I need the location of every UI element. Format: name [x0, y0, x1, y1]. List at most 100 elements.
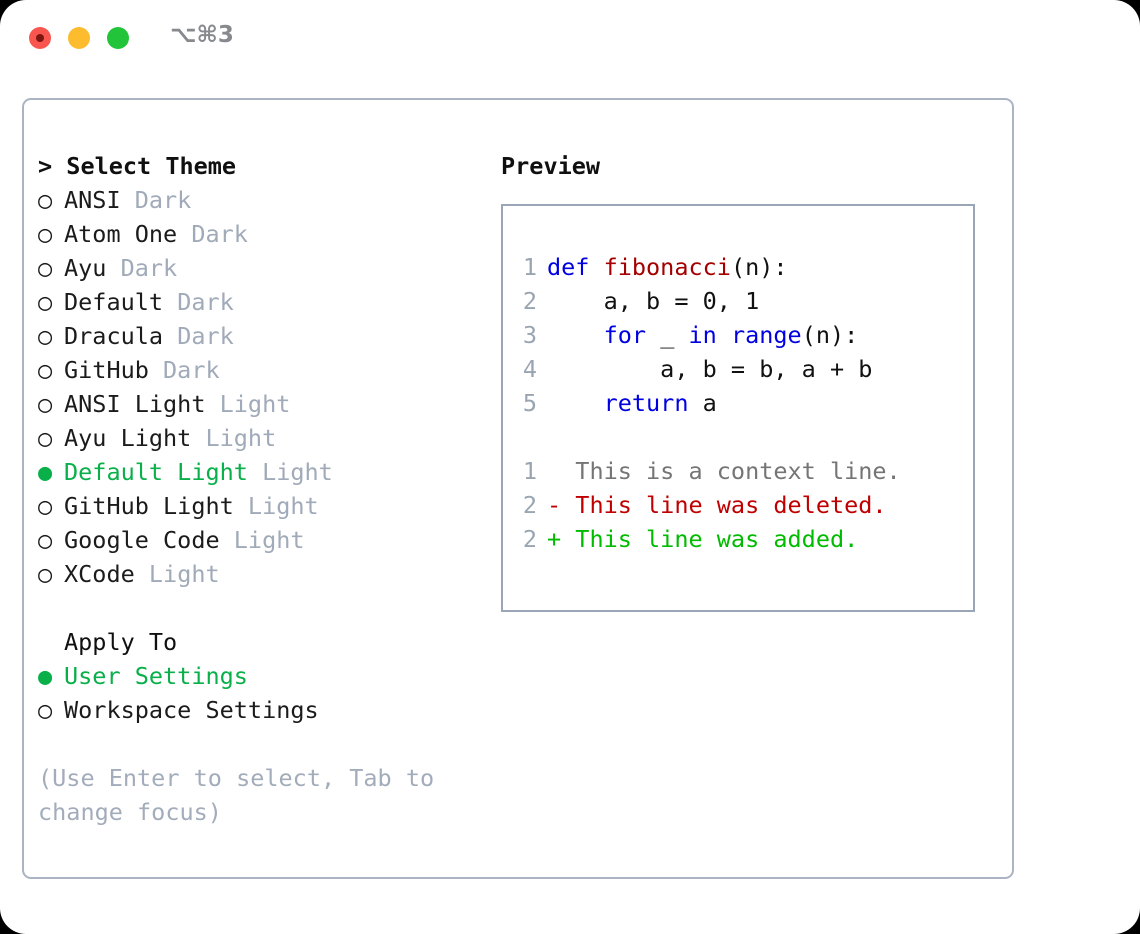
diff-sample: 1 This is a context line.2- This line wa… [503, 454, 973, 556]
code-line: 3 for _ in range(n): [503, 318, 973, 352]
theme-option-default-light[interactable]: ● Default Light Light [38, 455, 488, 489]
theme-picker-panel: > Select Theme ○ANSI Dark○Atom One Dark○… [22, 98, 1014, 879]
apply-to-option-label: Workspace Settings [64, 696, 319, 724]
theme-variant-tag: Light [205, 390, 291, 418]
code-token: (n): [801, 321, 859, 349]
theme-option-github[interactable]: ○ GitHub Dark [38, 353, 488, 387]
select-theme-heading: > Select Theme [38, 152, 237, 180]
theme-option-label: GitHub Light [64, 492, 234, 520]
code-token: a, b = b, a + b [547, 355, 873, 383]
theme-variant-tag: Dark [163, 322, 234, 350]
theme-option-label: Dracula [64, 322, 164, 350]
preview-title: Preview [501, 152, 601, 180]
theme-option-google-code[interactable]: ○Google Code Light [38, 523, 488, 557]
theme-variant-tag: Light [247, 458, 333, 486]
theme-option-label: Google Code [64, 526, 220, 554]
diff-line-number: 2 [522, 491, 537, 519]
theme-list: ○ANSI Dark○Atom One Dark○Ayu Dark○Defaul… [38, 183, 488, 591]
code-token: fibonacci [603, 253, 731, 281]
radio-selected-icon: ● [38, 662, 53, 690]
code-line-number: 3 [522, 321, 537, 349]
window-titlebar: ⌥⌘3 [0, 0, 1140, 76]
theme-option-label: XCode [64, 560, 135, 588]
theme-option-ansi-light[interactable]: ○ ANSI Light Light [38, 387, 488, 421]
apply-to-option-label: User Settings [64, 662, 248, 690]
code-token: def [547, 253, 604, 281]
theme-option-label: Default [64, 288, 164, 316]
code-token [547, 321, 604, 349]
radio-unselected-icon: ○ [38, 560, 53, 588]
radio-unselected-icon: ○ [38, 322, 53, 350]
diff-line: 1 This is a context line. [503, 454, 973, 488]
radio-unselected-icon: ○ [38, 356, 53, 384]
code-line-number: 4 [522, 355, 537, 383]
code-token: range [730, 321, 802, 349]
radio-selected-icon: ● [38, 458, 53, 486]
theme-option-label: Atom One [64, 220, 178, 248]
theme-variant-tag: Dark [148, 356, 220, 384]
maximize-window-button[interactable] [107, 27, 129, 49]
diff-text: This line was added. [575, 525, 859, 553]
apply-to-list: ● User Settings ○ Workspace Settings [38, 659, 488, 727]
radio-unselected-icon: ○ [38, 186, 53, 214]
theme-variant-tag: Dark [120, 186, 192, 214]
minimize-window-button[interactable] [68, 27, 90, 49]
diff-line: 2- This line was deleted. [503, 488, 973, 522]
diff-line-number: 1 [522, 457, 537, 485]
theme-option-label: GitHub [64, 356, 149, 384]
theme-option-default[interactable]: ○ Default Dark [38, 285, 488, 319]
theme-option-label: Default Light [64, 458, 248, 486]
code-line: 1 def fibonacci(n): [503, 250, 973, 284]
code-line-number: 1 [522, 253, 537, 281]
theme-option-ansi[interactable]: ○ANSI Dark [38, 183, 488, 217]
diff-text: This is a context line. [575, 457, 901, 485]
radio-unselected-icon: ○ [38, 220, 53, 248]
close-window-button[interactable] [29, 27, 51, 49]
code-token: return [603, 389, 689, 417]
theme-option-github-light[interactable]: ○ GitHub Light Light [38, 489, 488, 523]
apply-to-heading: Apply To [64, 628, 178, 656]
theme-variant-tag: Light [233, 492, 319, 520]
code-token: a, b = 0, 1 [547, 287, 760, 315]
code-token [547, 389, 604, 417]
theme-variant-tag: Dark [106, 254, 178, 282]
radio-unselected-icon: ○ [38, 424, 53, 452]
theme-variant-tag: Light [219, 526, 305, 554]
radio-unselected-icon: ○ [38, 390, 53, 418]
theme-option-ayu[interactable]: ○ Ayu Dark [38, 251, 488, 285]
apply-to-option-user-settings[interactable]: ● User Settings [38, 659, 488, 693]
radio-unselected-icon: ○ [38, 288, 53, 316]
theme-option-xcode[interactable]: ○XCode Light [38, 557, 488, 591]
apply-to-option-workspace-settings[interactable]: ○ Workspace Settings [38, 693, 488, 727]
code-token: for [603, 321, 647, 349]
code-token: (n): [730, 253, 788, 281]
theme-option-label: Ayu [64, 254, 107, 282]
diff-text: This line was deleted. [575, 491, 887, 519]
code-line-number: 2 [522, 287, 537, 315]
radio-unselected-icon: ○ [38, 492, 53, 520]
diff-sign: - [547, 491, 576, 519]
radio-unselected-icon: ○ [38, 696, 53, 724]
theme-variant-tag: Dark [163, 288, 234, 316]
theme-selector-column: > Select Theme ○ANSI Dark○Atom One Dark○… [38, 149, 488, 829]
code-token: a [688, 389, 717, 417]
code-line: 2 a, b = 0, 1 [503, 284, 973, 318]
theme-option-label: ANSI Light [64, 390, 206, 418]
theme-option-label: Ayu Light [64, 424, 192, 452]
theme-variant-tag: Dark [177, 220, 248, 248]
code-line: 5 return a [503, 386, 973, 420]
theme-option-ayu-light[interactable]: ○ Ayu Light Light [38, 421, 488, 455]
theme-variant-tag: Light [191, 424, 277, 452]
code-line: 4 a, b = b, a + b [503, 352, 973, 386]
code-token: _ [646, 321, 689, 349]
theme-option-atom-one[interactable]: ○ Atom One Dark [38, 217, 488, 251]
theme-option-dracula[interactable]: ○ Dracula Dark [38, 319, 488, 353]
apply-to-group: Apply To ● User Settings ○ Workspace Settin… [38, 625, 488, 727]
radio-unselected-icon: ○ [38, 254, 53, 282]
code-line-number: 5 [522, 389, 537, 417]
diff-line-number: 2 [522, 525, 537, 553]
